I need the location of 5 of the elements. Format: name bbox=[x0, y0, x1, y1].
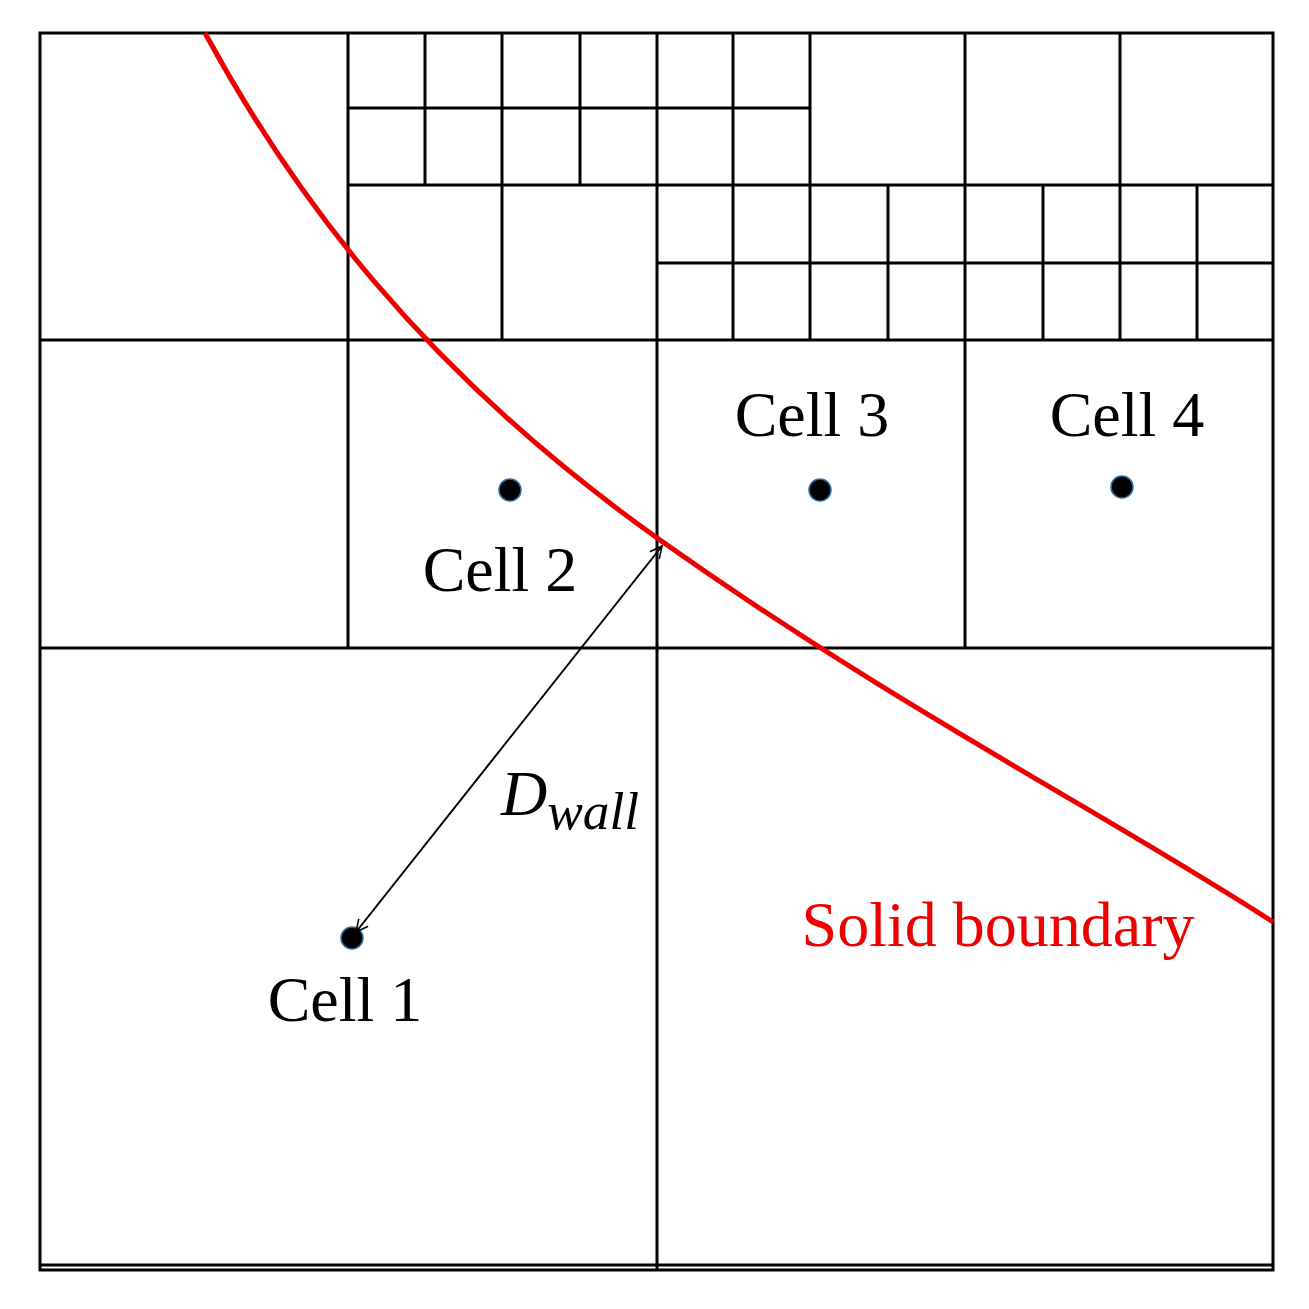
cell-label: Cell 3 bbox=[734, 383, 890, 447]
cell-label: Cell 1 bbox=[267, 968, 423, 1032]
cell-label: Cell 4 bbox=[1049, 383, 1205, 447]
distance-label: D$_{wall}$ bbox=[500, 761, 640, 839]
cell-label: Cell 2 bbox=[422, 538, 578, 602]
